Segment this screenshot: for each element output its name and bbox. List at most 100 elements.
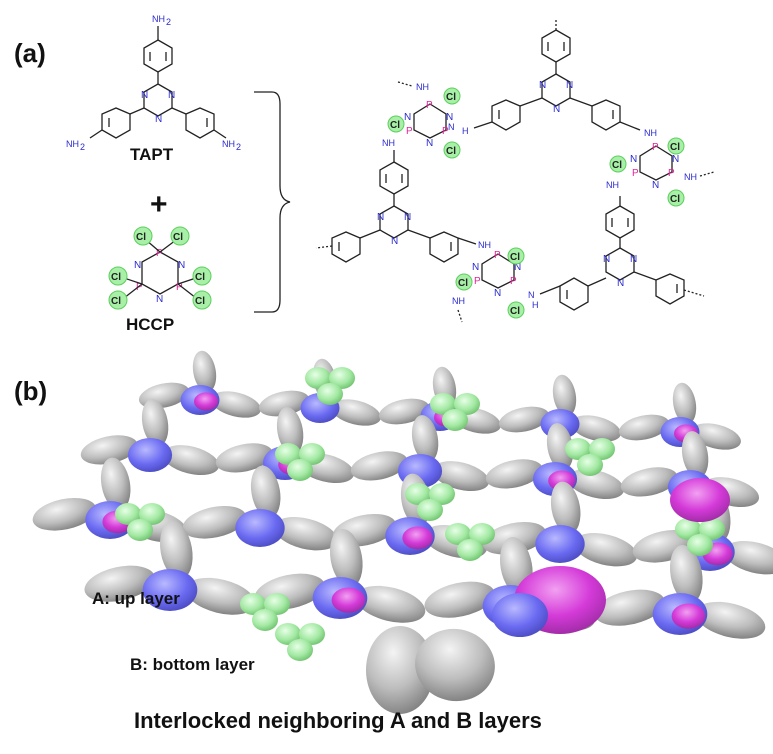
net-p-7: P xyxy=(652,142,659,153)
layer-b-label: B: bottom layer xyxy=(130,655,255,674)
surface-arm-45 xyxy=(32,497,97,531)
net-p-8: P xyxy=(632,168,639,179)
surface-cl-6-b xyxy=(469,523,495,545)
net-n-a1: N xyxy=(566,80,573,91)
net-h-2: H xyxy=(532,300,539,310)
surface-cl-6-a xyxy=(445,523,471,545)
net-nh-7: N xyxy=(528,290,535,300)
surface-cl-9-c xyxy=(287,639,313,661)
net-n-2: N xyxy=(446,112,453,123)
surface-cl-4-a xyxy=(565,438,591,460)
surface-arm-33 xyxy=(432,461,490,492)
hccp-p3: P xyxy=(176,282,183,293)
surface-arm-34 xyxy=(411,415,439,463)
net-n-9: N xyxy=(652,180,659,191)
net-cl-3: Cl xyxy=(446,146,456,157)
framework-surface-render xyxy=(32,350,773,714)
surface-front-lobe-1 xyxy=(366,626,434,714)
surface-cl-7-c xyxy=(252,609,278,631)
surface-arm-14 xyxy=(498,406,550,433)
net-p-6: P xyxy=(510,276,517,287)
tapt-top-nh: NH xyxy=(152,14,165,24)
surface-cl-8-b xyxy=(699,518,725,540)
tapt-ring-n3: N xyxy=(155,114,162,125)
surface-core-53 xyxy=(235,509,285,547)
surface-cl-5-b xyxy=(139,503,165,525)
surface-cl-4-c xyxy=(577,454,603,476)
surface-cl-3-a xyxy=(405,483,431,505)
net-nh-3: NH xyxy=(416,82,429,92)
surface-arm-81 xyxy=(594,589,665,626)
net-p-5: P xyxy=(474,276,481,287)
panel-b-caption: Interlocked neighboring A and B layers xyxy=(134,708,542,733)
surface-cl-7-a xyxy=(240,593,266,615)
tapt-top-nh-sub: 2 xyxy=(166,17,171,27)
surface-cl-0-b xyxy=(329,367,355,389)
tapt-ring-n2: N xyxy=(141,90,148,101)
surface-p-58 xyxy=(402,526,433,550)
net-nh-6: NH xyxy=(452,296,465,306)
net-nh-8: NH xyxy=(606,180,619,190)
surface-cl-1-c xyxy=(442,409,468,431)
plus-sign: + xyxy=(150,188,168,221)
net-n-a3: N xyxy=(553,104,560,115)
surface-right-p xyxy=(670,478,730,522)
surface-arm-64 xyxy=(724,541,773,575)
surface-arm-2 xyxy=(192,350,217,393)
net-n-a2: N xyxy=(539,80,546,91)
surface-arm-51 xyxy=(274,517,338,551)
tapt-right-nh-sub: 2 xyxy=(236,142,241,152)
surface-p-4 xyxy=(194,392,218,411)
tapt-name: TAPT xyxy=(130,145,174,164)
net-n-4: N xyxy=(472,262,479,273)
net-nh-9: NH xyxy=(684,172,697,182)
surface-cl-2-b xyxy=(299,443,325,465)
surface-arm-74 xyxy=(329,529,363,588)
surface-arm-1 xyxy=(211,391,261,418)
surface-cl-4-b xyxy=(589,438,615,460)
surface-arm-23 xyxy=(80,435,138,465)
surface-arm-29 xyxy=(276,407,304,455)
hccp-cl2: Cl xyxy=(173,232,183,243)
polymer-network: N N N H N NH P P P N N N NH Cl Cl Cl NH xyxy=(315,20,715,323)
net-cl-1: Cl xyxy=(446,92,456,103)
net-n-b3: N xyxy=(391,236,398,247)
surface-arm-32 xyxy=(350,451,408,481)
hccp-cl4: Cl xyxy=(111,296,121,307)
net-nh-5: NH xyxy=(478,240,491,250)
surface-arm-27 xyxy=(215,443,273,473)
net-nh-2: NH xyxy=(644,128,657,138)
net-h-1: H xyxy=(462,126,469,136)
surface-arm-68 xyxy=(84,565,155,602)
panel-b-label: (b) xyxy=(14,376,47,406)
tapt-left-nh: NH xyxy=(66,139,79,149)
surface-arm-50 xyxy=(182,505,247,539)
surface-arm-43 xyxy=(681,431,709,479)
surface-cl-1-a xyxy=(430,393,456,415)
surface-cl-5-c xyxy=(127,519,153,541)
net-cl-7: Cl xyxy=(670,142,680,153)
layer-a-label: A: up layer xyxy=(92,589,180,608)
surface-cl-9-b xyxy=(299,623,325,645)
hccp-n1: N xyxy=(134,260,141,271)
net-p-1: P xyxy=(426,100,433,111)
panel-a-label: (a) xyxy=(14,38,46,68)
surface-arm-60 xyxy=(574,533,638,567)
net-cl-4: Cl xyxy=(510,252,520,263)
net-n-1: N xyxy=(404,112,411,123)
net-nh-1: N xyxy=(448,122,455,132)
net-n-c1: N xyxy=(630,254,637,265)
surface-cl-8-a xyxy=(675,518,701,540)
surface-core-62 xyxy=(535,525,585,563)
surface-arm-82 xyxy=(695,601,766,639)
surface-cl-3-b xyxy=(429,483,455,505)
net-n-7: N xyxy=(630,154,637,165)
surface-arm-61 xyxy=(550,481,581,535)
surface-arm-69 xyxy=(185,577,256,615)
surface-arm-5 xyxy=(258,390,310,417)
surface-cl-0-c xyxy=(317,383,343,405)
surface-arm-73 xyxy=(355,585,426,623)
surface-arm-47 xyxy=(100,457,131,511)
surface-core-26 xyxy=(127,438,173,472)
